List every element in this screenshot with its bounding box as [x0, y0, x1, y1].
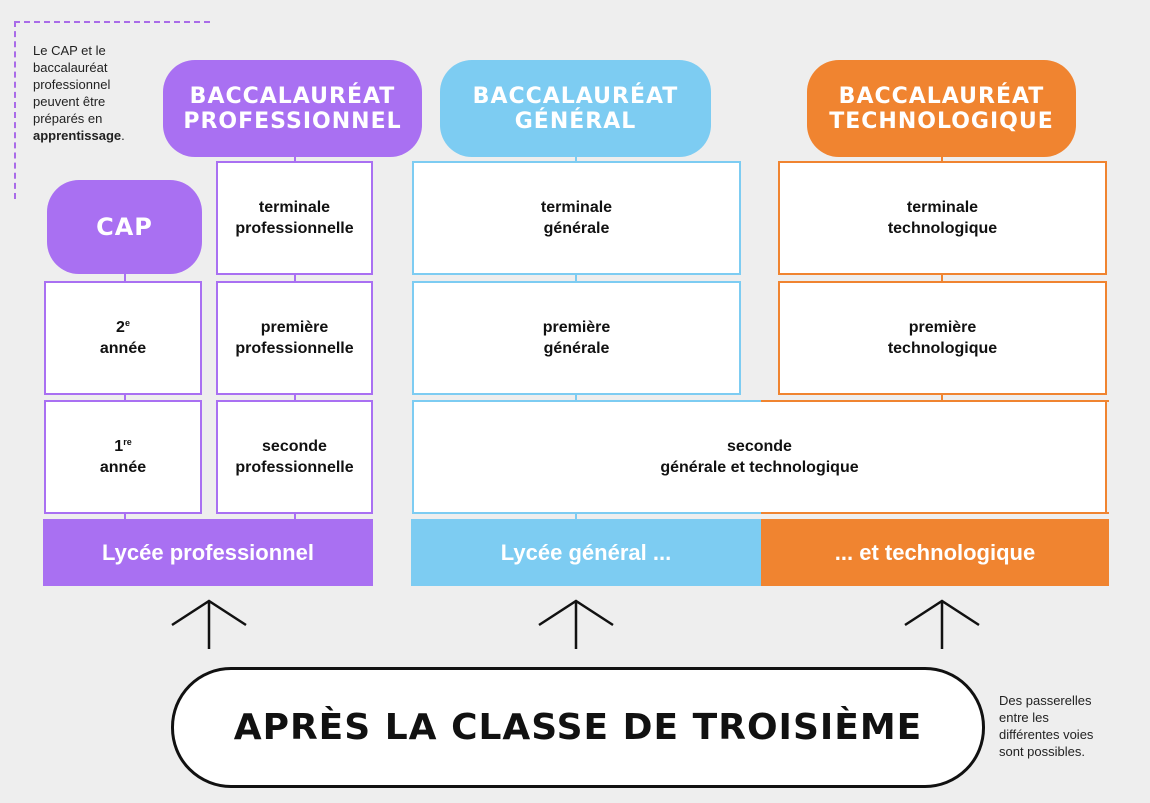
apres-troisieme-pill: Après la classe de troisième: [171, 667, 985, 788]
band-lycee-techno: ... et technologique: [761, 519, 1109, 586]
note-line: peuvent être: [33, 94, 106, 109]
class-level: terminale: [540, 199, 613, 216]
note-line: différentes voies: [999, 727, 1094, 742]
connector-line-tech: [941, 150, 943, 400]
header-bac-general-line1: Baccalauréat: [472, 83, 679, 109]
cap-year-number: 1: [114, 438, 124, 455]
class-level: seconde: [727, 438, 792, 455]
header-bac-techno-line2: technologique: [829, 108, 1054, 134]
header-bac-pro-line1: Baccalauréat: [189, 83, 396, 109]
note-line: professionnel: [33, 77, 111, 92]
cap-year-suffix: re: [123, 437, 132, 447]
premiere-gen-box: première générale: [412, 281, 741, 395]
terminale-gen-box: terminale générale: [412, 161, 741, 275]
up-arrow-icon: [171, 599, 247, 649]
cap-label: CAP: [96, 212, 153, 241]
band-lycee-pro: Lycée professionnel: [43, 519, 373, 586]
note-line: Des passerelles: [999, 693, 1092, 708]
class-level: seconde: [262, 438, 327, 455]
up-arrow-icon: [904, 599, 980, 649]
connector-line-cap: [124, 270, 126, 520]
note-bracket-top: [14, 21, 210, 23]
class-track: générale: [543, 220, 610, 237]
class-level: première: [908, 319, 977, 336]
class-track: générale: [543, 340, 610, 357]
cap-year-suffix: e: [124, 318, 130, 328]
note-bold-apprentissage: apprentissage: [33, 128, 122, 143]
header-bac-pro-line2: professionnel: [183, 108, 402, 134]
note-line: entre les: [999, 710, 1049, 725]
class-level: terminale: [258, 199, 331, 216]
cap-pill: CAP: [47, 180, 202, 274]
cap-first-year-box: 1re année: [44, 400, 202, 514]
note-line: sont possibles.: [999, 744, 1085, 759]
cap-year-word: année: [99, 340, 147, 357]
class-level: première: [542, 319, 611, 336]
seconde-gt-box: seconde générale et technologique: [412, 400, 1109, 514]
header-bac-general-line2: général: [514, 108, 637, 134]
class-level: première: [260, 319, 329, 336]
class-track: professionnelle: [235, 340, 354, 357]
seconde-gt-orange-bottom: [761, 512, 1109, 514]
apres-troisieme-title: Après la classe de troisième: [233, 707, 923, 748]
up-arrow-icon: [538, 599, 614, 649]
note-line: baccalauréat: [33, 60, 108, 75]
header-bac-techno: Baccalauréattechnologique: [807, 60, 1076, 157]
band-lycee-techno-label: ... et technologique: [834, 539, 1036, 565]
cap-year-word: année: [99, 459, 147, 476]
note-bracket-left: [14, 21, 16, 199]
cap-year-number: 2: [116, 319, 125, 336]
note-period: .: [121, 128, 125, 143]
class-track: générale et technologique: [660, 459, 859, 476]
class-track: professionnelle: [235, 459, 354, 476]
class-track: technologique: [887, 340, 998, 357]
band-lycee-pro-label: Lycée professionnel: [102, 539, 314, 565]
note-apprentissage: Le CAP et le baccalauréat professionnel …: [33, 42, 158, 144]
note-passerelles: Des passerelles entre les différentes vo…: [999, 692, 1139, 760]
header-bac-pro: Baccalauréatprofessionnel: [163, 60, 422, 157]
terminale-pro-box: terminale professionnelle: [216, 161, 373, 275]
terminale-tech-box: terminale technologique: [778, 161, 1107, 275]
premiere-pro-box: première professionnelle: [216, 281, 373, 395]
seconde-pro-box: seconde professionnelle: [216, 400, 373, 514]
band-lycee-general: Lycée général ...: [411, 519, 761, 586]
class-level: terminale: [906, 199, 979, 216]
header-bac-general: Baccalauréatgénéral: [440, 60, 711, 157]
seconde-gt-orange-top: [761, 400, 1109, 402]
band-lycee-general-label: Lycée général ...: [500, 539, 672, 565]
premiere-tech-box: première technologique: [778, 281, 1107, 395]
class-track: technologique: [887, 220, 998, 237]
header-bac-techno-line1: Baccalauréat: [838, 83, 1045, 109]
note-line: préparés en: [33, 111, 103, 126]
cap-second-year-box: 2e année: [44, 281, 202, 395]
note-line: Le CAP et le: [33, 43, 106, 58]
class-track: professionnelle: [235, 220, 354, 237]
